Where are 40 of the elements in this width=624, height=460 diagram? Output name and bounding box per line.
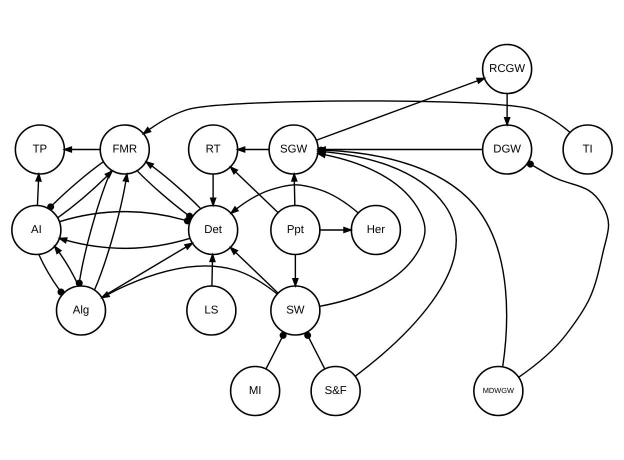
connector	[304, 332, 326, 370]
arrow	[210, 174, 217, 208]
node-circle: Ppt	[270, 204, 321, 256]
connector	[136, 170, 194, 220]
arrow	[100, 265, 278, 299]
connector	[38, 254, 64, 296]
arrow	[208, 252, 216, 286]
connector	[318, 146, 508, 367]
arrow	[62, 146, 100, 153]
connector	[518, 160, 610, 378]
node-circle: SGW	[268, 124, 319, 175]
node-circle: LS	[186, 285, 237, 336]
arrow	[229, 166, 278, 213]
arrow	[504, 94, 511, 127]
node-circle: RCGW	[482, 44, 532, 94]
node-circle: Her	[350, 204, 402, 256]
arrow	[229, 246, 278, 294]
arrow	[57, 237, 190, 250]
node-circle: TI	[562, 124, 613, 175]
node-circle: MI	[230, 366, 280, 416]
node-circle: S&F	[310, 366, 361, 416]
connector	[265, 332, 287, 370]
arrow	[316, 78, 486, 141]
arrow	[35, 172, 42, 206]
arrow	[144, 160, 202, 210]
arrow	[290, 172, 298, 206]
arrow	[236, 146, 269, 153]
arrow	[292, 254, 299, 288]
arrow	[320, 226, 354, 234]
connector	[59, 210, 191, 224]
arrow	[101, 242, 194, 298]
arrow	[229, 184, 359, 214]
node-circle: TP	[14, 124, 66, 175]
node-circle: SW	[270, 285, 321, 336]
arrow	[94, 172, 130, 290]
connector	[47, 161, 104, 210]
node-circle: FMR	[99, 124, 150, 175]
arrow	[142, 100, 570, 135]
arrow	[57, 170, 114, 218]
node-circle: DGW	[482, 124, 532, 175]
